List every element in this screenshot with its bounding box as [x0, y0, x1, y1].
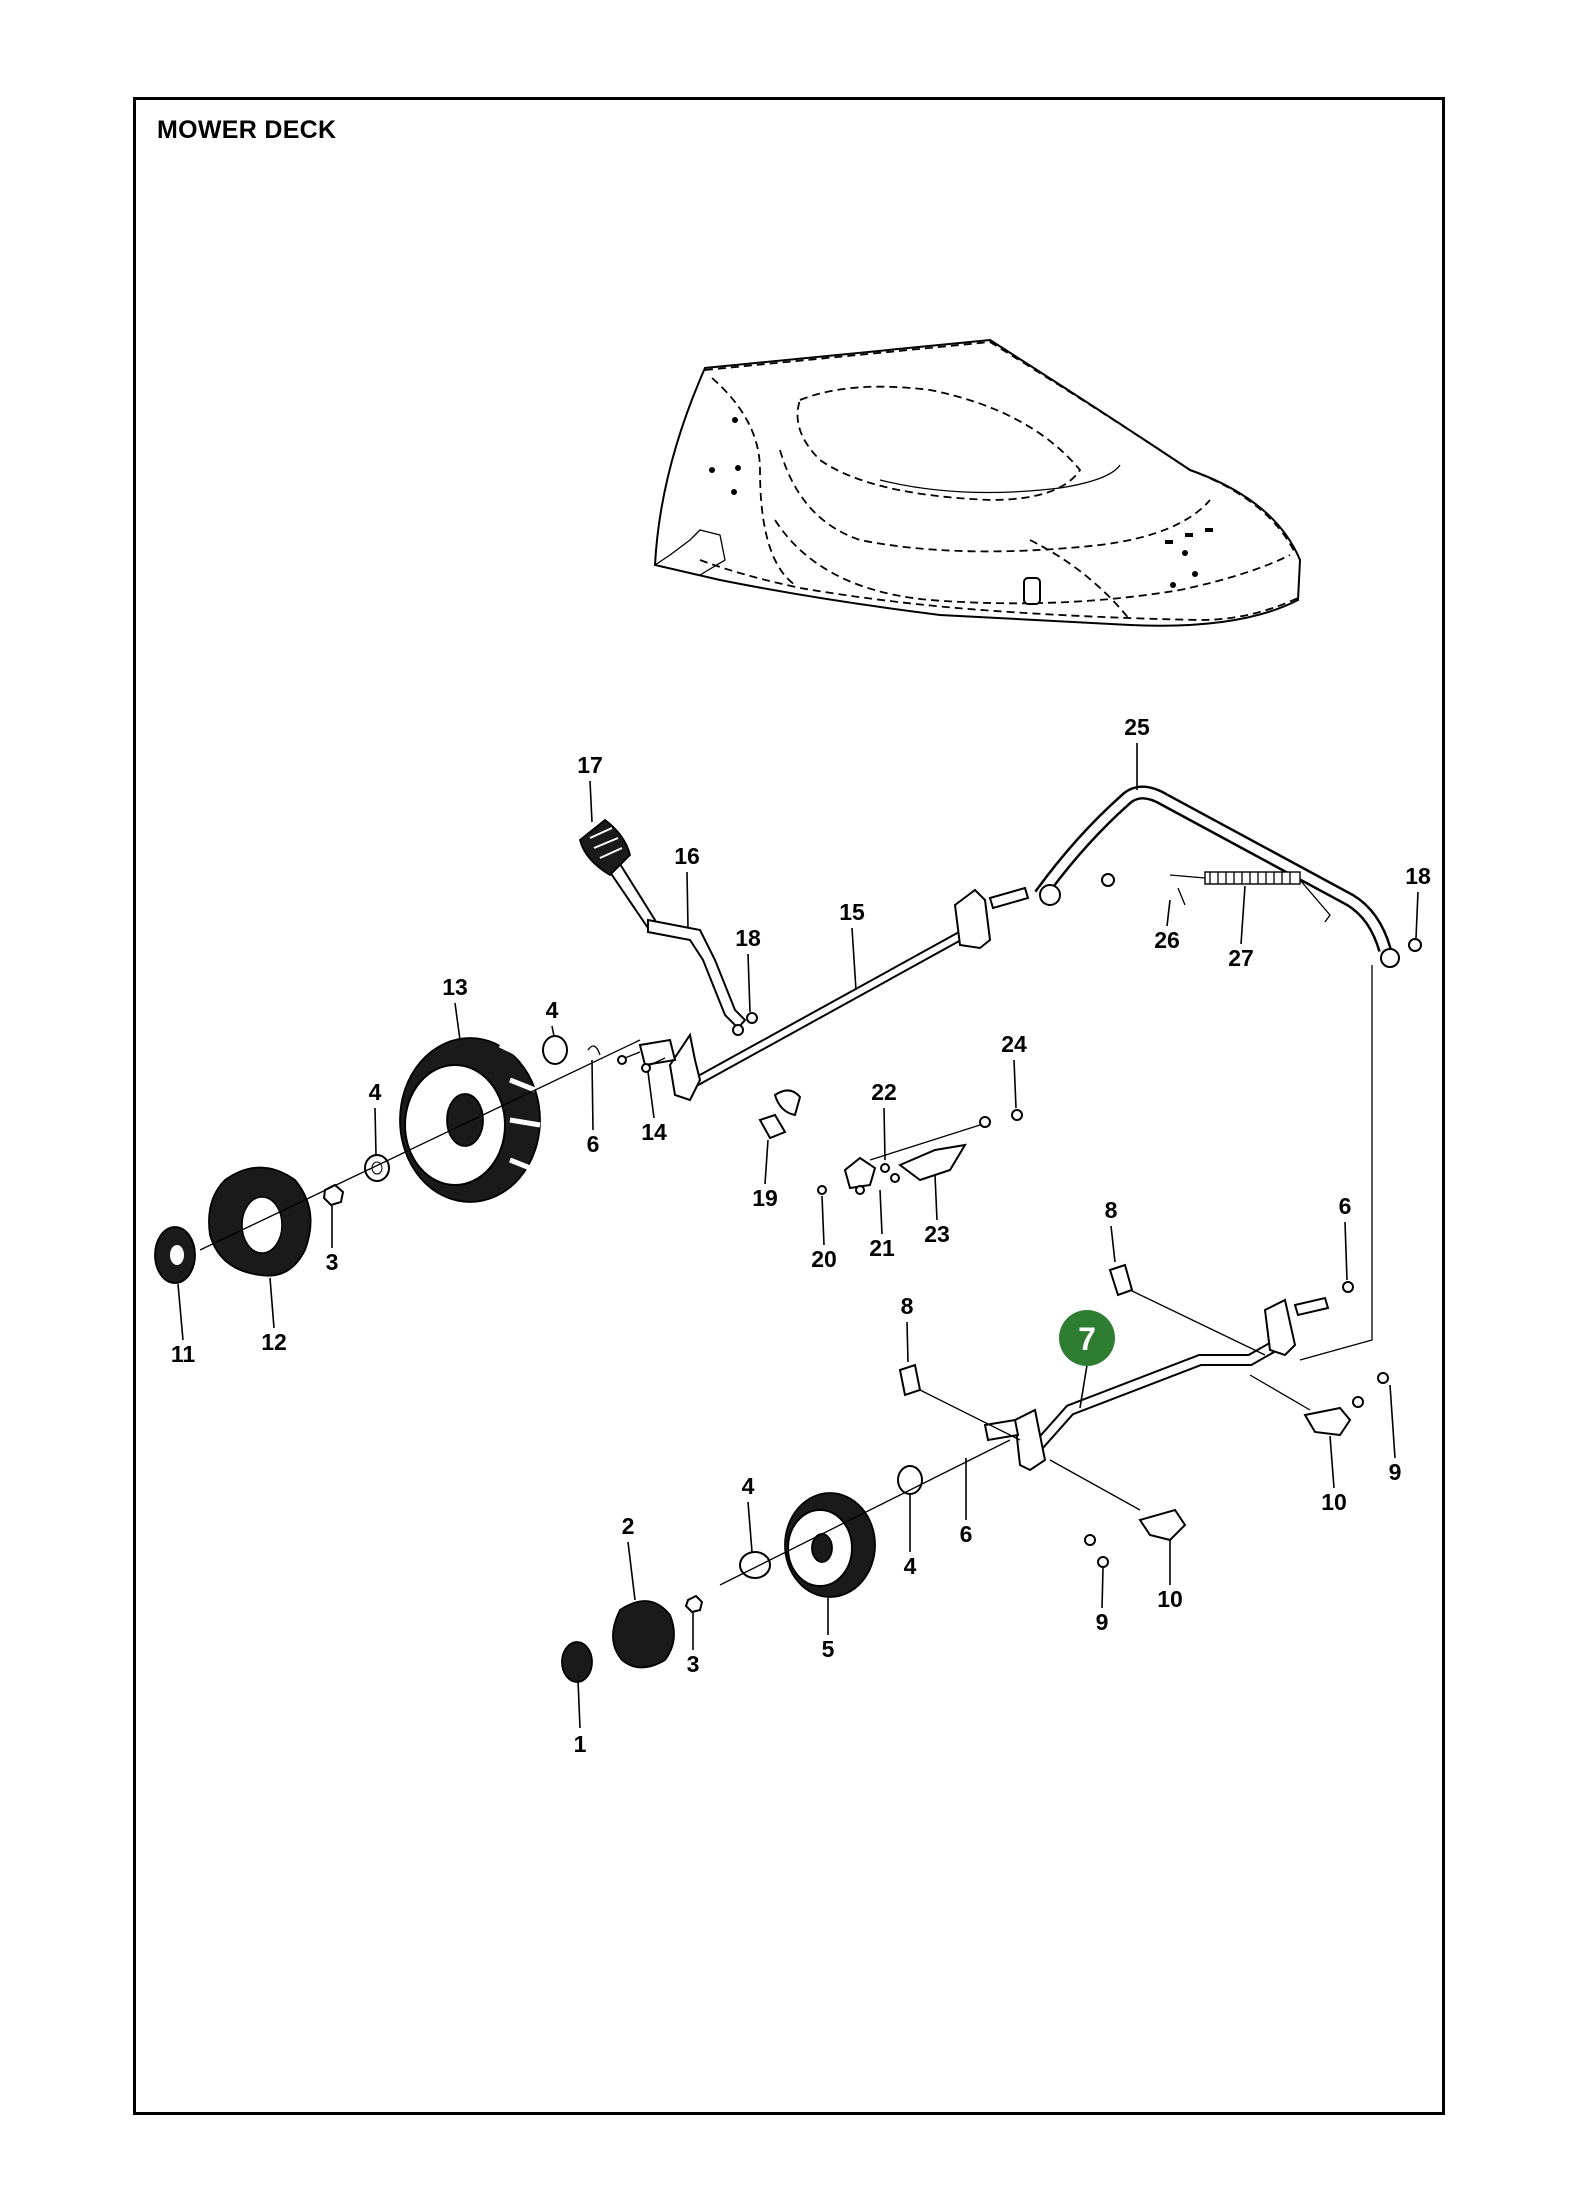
callout-11: 11	[171, 1341, 196, 1367]
leader-lines	[177, 743, 1419, 1729]
callout-4-front-left: 4	[742, 1473, 755, 1499]
callout-4-front-right: 4	[904, 1553, 917, 1579]
callout-10-lower: 10	[1157, 1586, 1183, 1612]
callout-9-right: 9	[1389, 1459, 1402, 1485]
callout-4-rear-right: 4	[546, 997, 559, 1023]
callout-10-right: 10	[1321, 1489, 1347, 1515]
callout-18-right: 18	[1405, 863, 1431, 889]
callout-18-center: 18	[735, 925, 761, 951]
callout-3-front: 3	[687, 1651, 700, 1677]
callout-13: 13	[442, 974, 468, 1000]
callout-25: 25	[1124, 714, 1150, 740]
callout-16: 16	[674, 843, 700, 869]
mower-deck-body	[653, 338, 1302, 627]
callout-8-upper: 8	[1105, 1197, 1118, 1223]
page-title: MOWER DECK	[157, 116, 337, 144]
highlight-callout-7: 7	[1059, 1310, 1115, 1409]
callout-9-lower: 9	[1096, 1609, 1109, 1635]
callout-14: 14	[641, 1119, 667, 1145]
callout-1: 1	[574, 1731, 587, 1757]
callout-6-rear: 6	[587, 1131, 600, 1157]
callout-27: 27	[1228, 945, 1254, 971]
callout-6-front: 6	[960, 1521, 973, 1547]
callout-24: 24	[1001, 1031, 1027, 1057]
front-axle-assembly	[561, 965, 1389, 1683]
callout-6-right: 6	[1339, 1193, 1352, 1219]
rear-wheel-assembly	[154, 1035, 641, 1284]
callout-20: 20	[811, 1246, 837, 1272]
callout-labels: 1 2 3 3 4 4 4 4 5 6 6 6 8 8 9 9 10 10 11…	[171, 714, 1431, 1757]
callout-3-rear: 3	[326, 1249, 339, 1275]
callout-5: 5	[822, 1636, 835, 1662]
callout-4-rear-left: 4	[369, 1079, 382, 1105]
callout-19: 19	[752, 1185, 778, 1211]
callout-26: 26	[1154, 927, 1180, 953]
callout-12: 12	[261, 1329, 287, 1355]
callout-23: 23	[924, 1221, 950, 1247]
diagram-frame	[133, 97, 1445, 2115]
callout-21: 21	[869, 1235, 895, 1261]
highlight-label: 7	[1078, 1321, 1096, 1357]
callout-8-lower: 8	[901, 1293, 914, 1319]
highlight-badge	[1059, 1310, 1115, 1366]
callout-17: 17	[577, 752, 603, 778]
callout-2: 2	[622, 1513, 635, 1539]
callout-22: 22	[871, 1079, 897, 1105]
rear-axle-assembly	[578, 785, 1422, 1195]
callout-15: 15	[839, 899, 865, 925]
